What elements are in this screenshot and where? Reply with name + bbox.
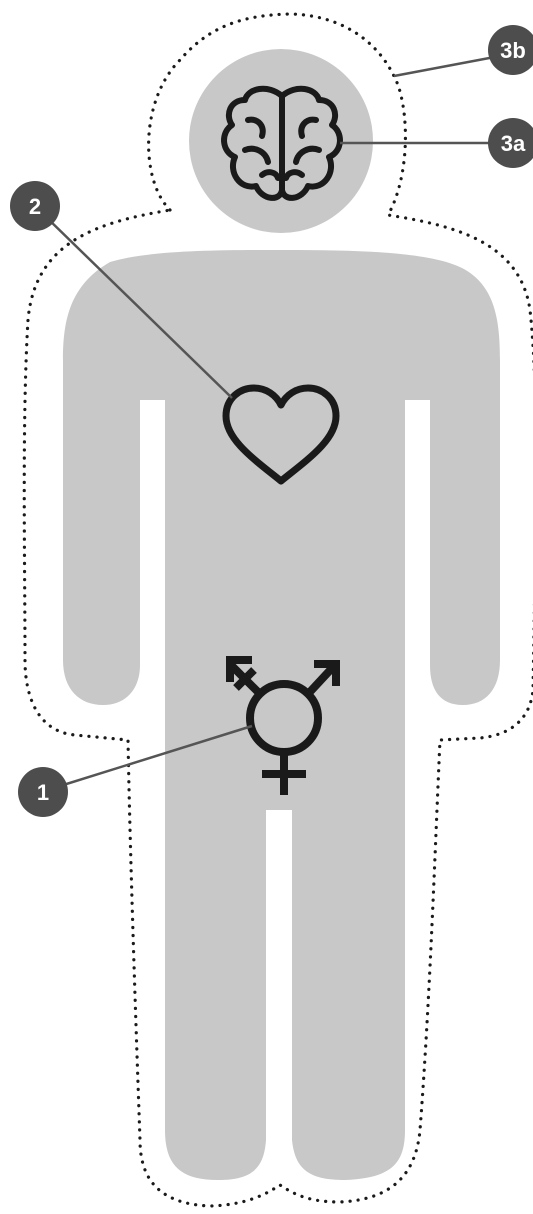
leader-line-1	[59, 724, 253, 788]
body-shape	[63, 250, 500, 1180]
heart-icon	[222, 384, 340, 485]
callout-label-3b: 3b	[500, 38, 526, 63]
callout-label-2: 2	[29, 194, 41, 219]
callout-label-3a: 3a	[501, 131, 526, 156]
callout-badge-3a: 3a	[488, 118, 533, 168]
leader-line-3b	[393, 54, 501, 78]
callout-badge-3b: 3b	[488, 25, 533, 75]
callout-badge-1: 1	[18, 767, 68, 817]
callout-label-1: 1	[37, 780, 49, 805]
leader-lines	[43, 54, 501, 788]
dotted-aura-outline	[22, 12, 533, 1208]
callout-badge-2: 2	[10, 181, 60, 231]
transgender-symbol-icon	[226, 656, 340, 795]
brain-icon	[221, 85, 343, 201]
leader-line-2	[43, 214, 233, 399]
